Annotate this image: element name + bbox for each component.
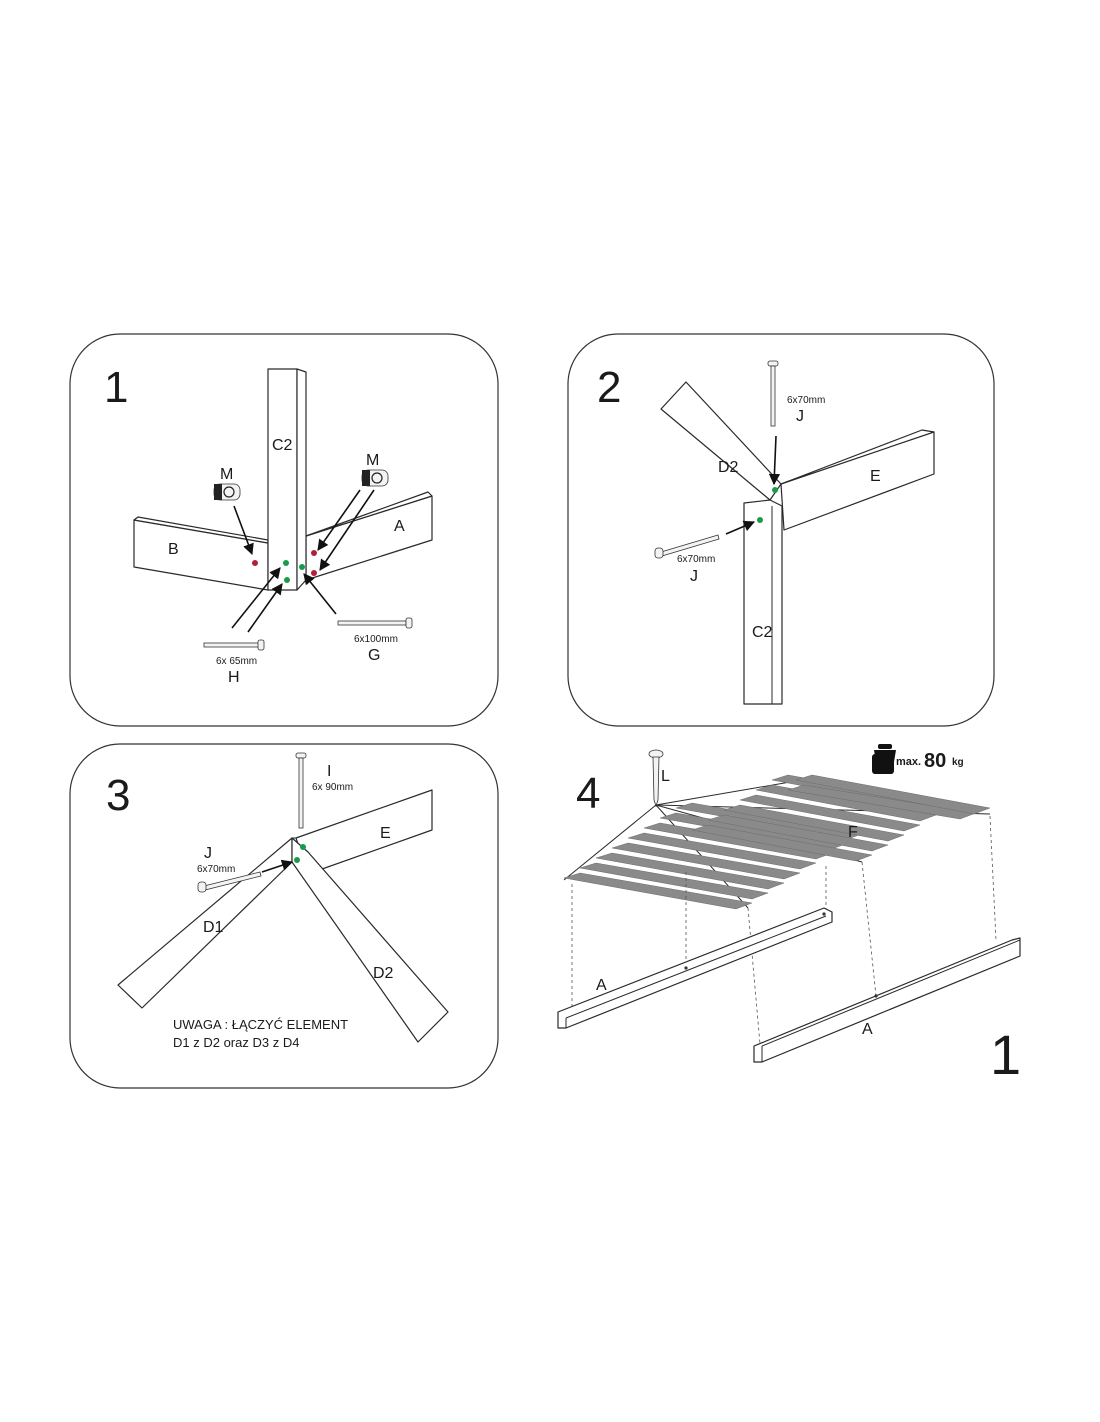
quantity-number: 1 — [990, 1023, 1021, 1086]
label-m-right: M — [366, 452, 379, 469]
drop-lines — [571, 815, 997, 1045]
step-2-panel: 2 D2 E C2 6x70mm J 6x70mm J — [567, 333, 995, 727]
label-d2: D2 — [718, 459, 739, 476]
screw-j-icon — [654, 534, 720, 559]
label-e: E — [870, 468, 881, 485]
rail-a-left — [557, 907, 833, 1029]
arrow — [247, 583, 283, 633]
screw-l-icon — [648, 749, 664, 808]
arrow — [261, 859, 294, 873]
arrow — [303, 573, 337, 615]
screw-j-icon — [767, 360, 779, 427]
cam-nut-m-icon — [213, 483, 241, 501]
label-b: B — [168, 541, 179, 558]
screw-l-code: L — [661, 768, 670, 785]
label-a-right: A — [862, 1021, 873, 1038]
max-load-unit: kg — [952, 757, 964, 768]
max-load-prefix: max. — [896, 756, 921, 768]
screw-h-size: 6x 65mm — [216, 656, 257, 667]
label-c2: C2 — [272, 437, 293, 454]
max-load-value: 80 — [924, 750, 946, 772]
step-3-number: 3 — [106, 771, 130, 820]
screw-i-icon — [295, 752, 307, 829]
screw-i-code: I — [327, 763, 331, 780]
rail-a-right — [753, 937, 1021, 1063]
cam-hole-dot — [252, 560, 258, 566]
slat — [691, 824, 873, 862]
arrow — [725, 520, 756, 535]
screw-g-icon — [337, 617, 413, 629]
arrow — [319, 489, 375, 571]
slat — [739, 794, 921, 832]
step-3-panel: 3 E D1 D2 I 6x 90mm J 6x70mm UWAGA : ŁĄC… — [69, 743, 499, 1089]
label-a-left: A — [596, 977, 607, 994]
screw-hole-dot — [757, 517, 763, 523]
screw-g-size: 6x100mm — [354, 634, 398, 645]
slat — [627, 832, 817, 870]
cam-hole-dot — [311, 570, 317, 576]
arrow — [768, 435, 781, 486]
step-2-number: 2 — [597, 363, 621, 412]
label-d1: D1 — [203, 919, 224, 936]
cam-nut-m-icon — [361, 469, 389, 487]
note-line-1: UWAGA : ŁĄCZYĆ ELEMENT — [173, 1017, 348, 1032]
label-a: A — [394, 518, 405, 535]
cam-hole-dot — [311, 550, 317, 556]
label-f: F — [848, 824, 858, 841]
screw-hole-dot — [283, 560, 289, 566]
screw-hole-dot — [294, 857, 300, 863]
screw-hole-dot — [772, 487, 778, 493]
screw-j-code: J — [796, 408, 804, 425]
step-4-number: 4 — [576, 769, 600, 818]
label-d2: D2 — [373, 965, 394, 982]
screw-hole-dot — [284, 577, 290, 583]
arrow — [317, 489, 361, 551]
screw-hole-dot — [300, 844, 306, 850]
screw-j-code: J — [204, 845, 212, 862]
slat — [723, 804, 905, 842]
screw-hole-dot — [299, 564, 305, 570]
step-1-panel: 1 C2 B A M M — [69, 333, 499, 727]
note-line-2: D1 z D2 oraz D3 z D4 — [173, 1035, 299, 1050]
slat — [611, 842, 801, 880]
screw-j-icon — [197, 871, 262, 893]
part-c2-post — [743, 499, 783, 705]
step-1-number: 1 — [104, 363, 128, 412]
slat — [563, 872, 753, 910]
screw-g-code: G — [368, 647, 380, 664]
arrow — [233, 505, 254, 556]
step-4-section: 4 max. 80 kg L — [557, 744, 1021, 1086]
label-m-left: M — [220, 466, 233, 483]
screw-h-code: H — [228, 669, 240, 686]
label-c2: C2 — [752, 624, 773, 641]
screw-j-size: 6x70mm — [677, 554, 715, 565]
screw-j-size: 6x70mm — [197, 864, 235, 875]
slat — [595, 852, 785, 890]
slats-f — [563, 774, 991, 910]
slat — [795, 774, 991, 815]
arrow — [231, 567, 281, 629]
label-e: E — [380, 825, 391, 842]
part-d2-beam — [291, 837, 449, 1043]
slat — [707, 814, 889, 852]
weight-icon — [872, 744, 896, 774]
screw-j-code: J — [690, 568, 698, 585]
screw-h-icon — [203, 639, 265, 651]
screw-i-size: 6x 90mm — [312, 782, 353, 793]
slat — [579, 862, 769, 900]
part-c2-post — [267, 368, 298, 591]
screw-j-size: 6x70mm — [787, 395, 825, 406]
